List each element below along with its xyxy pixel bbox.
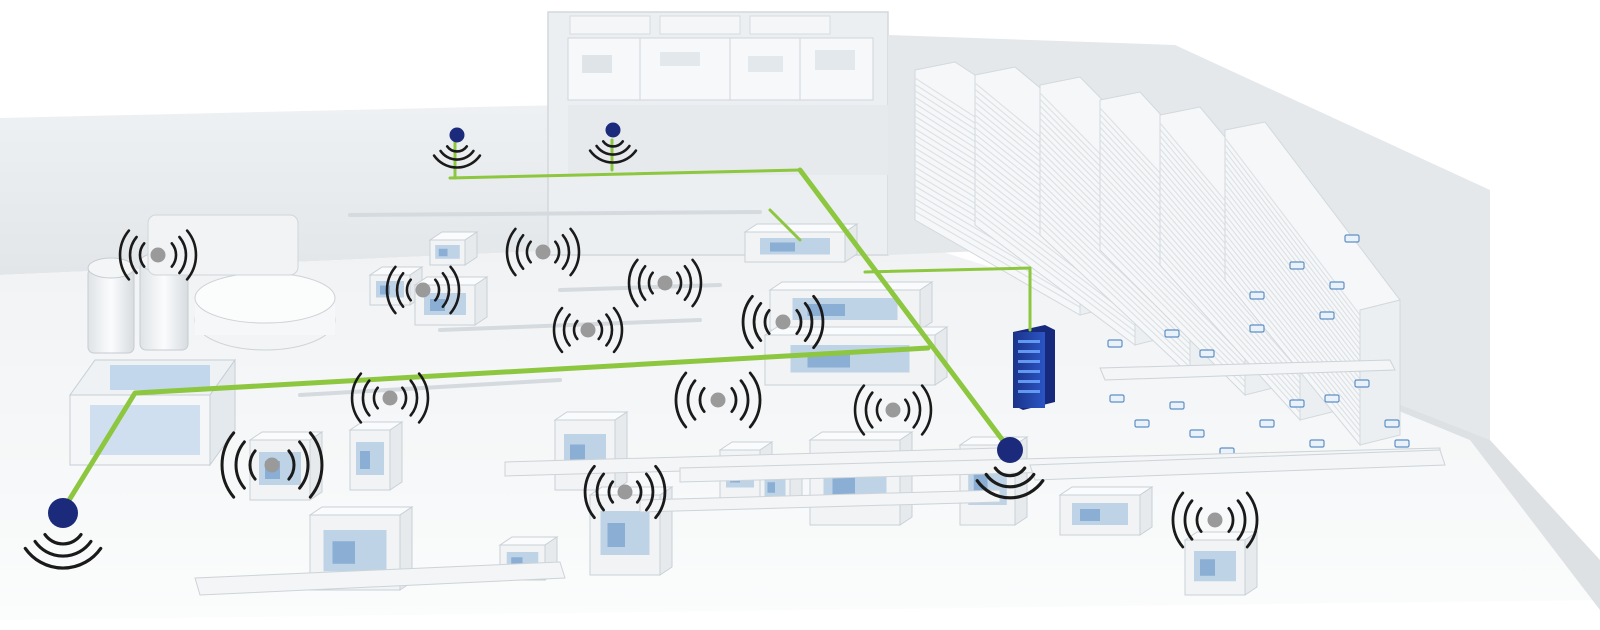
- gateway-dot: [48, 498, 78, 528]
- wireless-signal-icon: [975, 466, 1045, 500]
- gateway-dot: [449, 127, 465, 143]
- storage-tote: [1324, 394, 1340, 403]
- storage-tote: [1289, 261, 1305, 270]
- clean-room: [69, 358, 236, 467]
- device-dot: [657, 275, 673, 291]
- gateway-node: [588, 122, 638, 164]
- network-link: [863, 266, 1032, 332]
- machine-unit: [1058, 486, 1154, 536]
- storage-tote: [1329, 281, 1345, 290]
- wireless-signal-icon: [385, 265, 461, 315]
- network-link: [448, 168, 802, 180]
- wireless-signal-icon: [627, 258, 703, 308]
- network-link: [60, 345, 931, 513]
- device-dot: [710, 392, 726, 408]
- wireless-signal-icon: [432, 145, 482, 169]
- device-dot: [264, 457, 280, 473]
- machine-unit: [743, 223, 859, 263]
- wireless-signal-icon: [674, 371, 762, 429]
- device-dot: [1207, 512, 1223, 528]
- storage-tote: [1354, 379, 1370, 388]
- machine-unit: [768, 281, 934, 331]
- wireless-signal-icon: [1171, 491, 1259, 549]
- wireless-signal-icon: [23, 533, 103, 570]
- gateway-node: [23, 498, 103, 570]
- machine-unit: [1183, 531, 1259, 596]
- device-node: [627, 258, 703, 308]
- network-link: [797, 167, 1013, 453]
- storage-tote: [1249, 324, 1265, 333]
- wireless-signal-icon: [118, 229, 198, 281]
- wireless-signal-icon: [552, 306, 624, 354]
- storage-tote: [1319, 311, 1335, 320]
- back-wall-left: [0, 105, 565, 275]
- machine-unit: [248, 431, 324, 501]
- device-dot: [150, 247, 166, 263]
- device-node: [350, 372, 430, 424]
- storage-tote: [1259, 419, 1275, 428]
- device-node: [583, 464, 667, 520]
- device-dot: [885, 402, 901, 418]
- high-bay-storage: [914, 61, 1410, 468]
- device-dot: [415, 282, 431, 298]
- storage-tote: [1289, 399, 1305, 408]
- device-node: [118, 229, 198, 281]
- device-node: [674, 371, 762, 429]
- storage-tote: [1249, 291, 1265, 300]
- network-link: [768, 208, 802, 242]
- device-node: [220, 431, 324, 499]
- wireless-signal-icon: [853, 384, 933, 436]
- device-dot: [382, 390, 398, 406]
- storage-tote: [1109, 394, 1125, 403]
- device-dot: [580, 322, 596, 338]
- conveyor-lines: [194, 359, 1446, 596]
- machine-unit: [428, 231, 479, 266]
- storage-tote: [1199, 349, 1215, 358]
- storage-tote: [1384, 419, 1400, 428]
- device-node: [552, 306, 624, 354]
- device-node: [741, 294, 825, 350]
- wireless-signal-icon: [741, 294, 825, 350]
- storage-tote: [1169, 401, 1185, 410]
- gateway-node: [975, 437, 1045, 500]
- storage-tote: [1189, 429, 1205, 438]
- wireless-signal-icon: [583, 464, 667, 520]
- office-block: [547, 11, 889, 256]
- wireless-signal-icon: [350, 372, 430, 424]
- storage-tote: [1164, 329, 1180, 338]
- network-nodes: [23, 122, 1259, 570]
- device-node: [853, 384, 933, 436]
- wireless-signal-icon: [505, 227, 581, 277]
- storage-tote: [1107, 339, 1123, 348]
- device-node: [505, 227, 581, 277]
- gateway-dot: [997, 437, 1023, 463]
- wireless-signal-icon: [220, 431, 324, 499]
- device-node: [1171, 491, 1259, 549]
- device-node: [385, 265, 461, 315]
- storage-tote: [1309, 439, 1325, 448]
- gateway-dot: [605, 122, 621, 138]
- machine-unit: [348, 421, 404, 491]
- storage-tote: [1394, 439, 1410, 448]
- network-links: [60, 138, 1032, 513]
- gateway-node: [432, 127, 482, 169]
- device-dot: [775, 314, 791, 330]
- server-rack: [1013, 325, 1055, 410]
- device-dot: [617, 484, 633, 500]
- storage-tote: [1134, 419, 1150, 428]
- storage-tote: [1344, 234, 1360, 243]
- machine-unit: [553, 411, 629, 491]
- wireless-signal-icon: [588, 140, 638, 164]
- device-dot: [535, 244, 551, 260]
